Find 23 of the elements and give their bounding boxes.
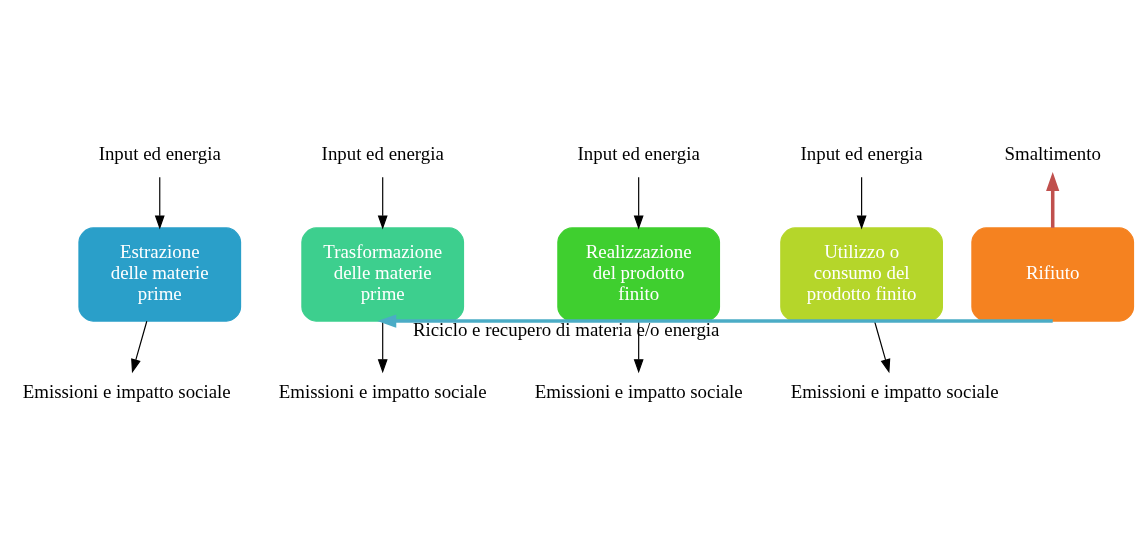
arrow xyxy=(131,320,148,373)
node-box: Estrazione delle materie prime xyxy=(78,226,242,322)
node-box: Rifiuto xyxy=(971,226,1135,322)
arrow xyxy=(154,176,165,230)
node-text: Input ed energia xyxy=(321,142,444,164)
arrow xyxy=(856,176,867,230)
node-box: Utilizzo o consumo del prodotto finito xyxy=(780,226,943,322)
node-text: Smaltimento xyxy=(1004,142,1101,164)
arrow xyxy=(874,320,891,373)
node-text: Emissioni e impatto sociale xyxy=(534,380,743,402)
node-text: Input ed energia xyxy=(577,142,700,164)
arrow xyxy=(377,176,388,230)
arrow xyxy=(377,320,388,373)
node-text: Emissioni e impatto sociale xyxy=(278,380,487,402)
node-text: Emissioni e impatto sociale xyxy=(790,380,999,402)
node-text: Input ed energia xyxy=(800,142,923,164)
node-text: Input ed energia xyxy=(98,142,221,164)
node-box: Trasformazione delle materie prime xyxy=(301,226,465,322)
arrow xyxy=(1046,171,1060,228)
node-text: Emissioni e impatto sociale xyxy=(22,380,231,402)
arrow xyxy=(377,313,1053,328)
arrow xyxy=(633,176,644,230)
node-box: Realizzazione del prodotto finito xyxy=(557,226,721,322)
